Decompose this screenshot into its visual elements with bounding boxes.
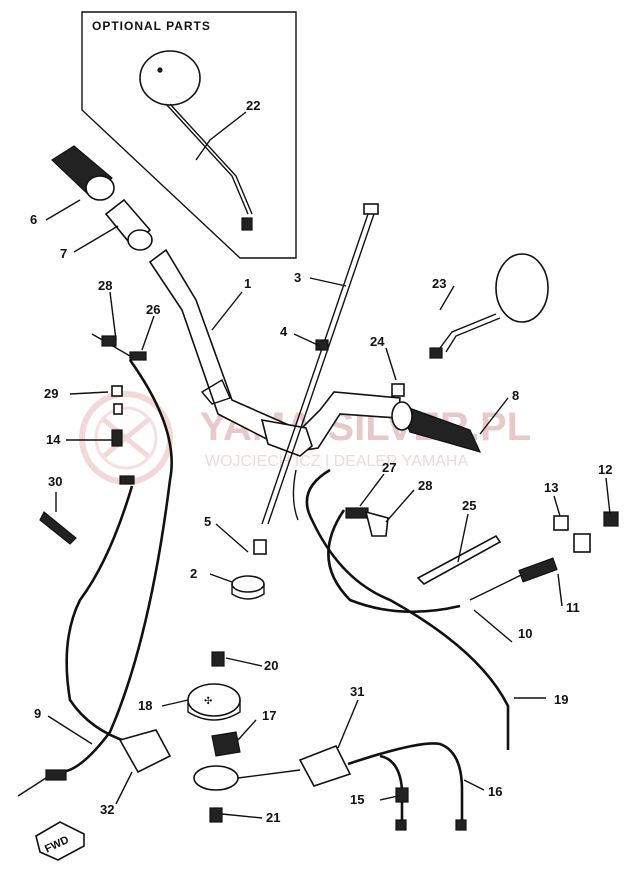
- callout-10: 10: [518, 626, 532, 641]
- part-31: [237, 742, 467, 831]
- part-30: [39, 511, 77, 545]
- callout-27: 27: [382, 460, 396, 475]
- callout-30: 30: [48, 474, 62, 489]
- callouts: 1 2 3 4 5 6 7 8 9 10 11 12 13 14 15 16 1…: [30, 98, 612, 825]
- callout-29: 29: [44, 386, 58, 401]
- callout-23: 23: [432, 276, 446, 291]
- callout-32: 32: [100, 802, 114, 817]
- nut-4: [315, 339, 329, 351]
- callout-18: 18: [138, 698, 152, 713]
- callout-9: 9: [34, 706, 41, 721]
- callout-5: 5: [204, 514, 211, 529]
- callout-3: 3: [294, 270, 301, 285]
- callout-31: 31: [350, 684, 364, 699]
- handlebar-holder: [260, 418, 313, 457]
- callout-21: 21: [266, 810, 280, 825]
- callout-28-left: 28: [98, 278, 112, 293]
- right-grip: [391, 401, 482, 453]
- callout-19: 19: [554, 692, 568, 707]
- fwd-arrow: FWD: [35, 821, 85, 861]
- optional-parts-box: OPTIONAL PARTS: [81, 11, 297, 259]
- left-cable: [17, 333, 173, 797]
- bolt-3: [253, 203, 379, 555]
- callout-13: 13: [544, 480, 558, 495]
- part-13: [553, 515, 569, 531]
- part-17: [211, 731, 241, 757]
- callout-24: 24: [370, 334, 385, 349]
- callout-15: 15: [350, 792, 364, 807]
- svg-text:✣: ✣: [204, 696, 212, 707]
- optional-mirror: [139, 50, 253, 231]
- right-mirror: [429, 253, 549, 359]
- collar-2: [231, 575, 265, 600]
- callout-28-right: 28: [418, 478, 432, 493]
- carb-top: ✣: [187, 683, 241, 721]
- callout-8: 8: [512, 388, 519, 403]
- callout-12: 12: [598, 462, 612, 477]
- callout-20: 20: [264, 658, 278, 673]
- callout-11: 11: [566, 600, 580, 615]
- callout-17: 17: [262, 708, 276, 723]
- callout-26: 26: [146, 302, 160, 317]
- part-20: [211, 651, 225, 667]
- callout-1: 1: [244, 276, 251, 291]
- left-grip: [51, 145, 153, 251]
- optional-parts-title: OPTIONAL PARTS: [92, 19, 211, 33]
- callout-7: 7: [60, 246, 67, 261]
- watermark-subtitle: WOJCIECH ICZ | DEALER YAMAHA: [205, 453, 468, 470]
- part-24: [391, 383, 405, 397]
- callout-2: 2: [190, 566, 197, 581]
- part-11: [469, 533, 591, 601]
- callout-4: 4: [280, 324, 288, 339]
- part-12: [603, 511, 619, 527]
- callout-14: 14: [46, 432, 61, 447]
- callout-22: 22: [246, 98, 260, 113]
- junction-block: [193, 765, 239, 823]
- handlebar: [148, 248, 401, 453]
- callout-6: 6: [30, 212, 37, 227]
- leader-lines: [45, 111, 611, 819]
- right-cables: [292, 468, 510, 750]
- part-32: [118, 729, 172, 774]
- callout-16: 16: [488, 784, 502, 799]
- callout-25: 25: [462, 498, 476, 513]
